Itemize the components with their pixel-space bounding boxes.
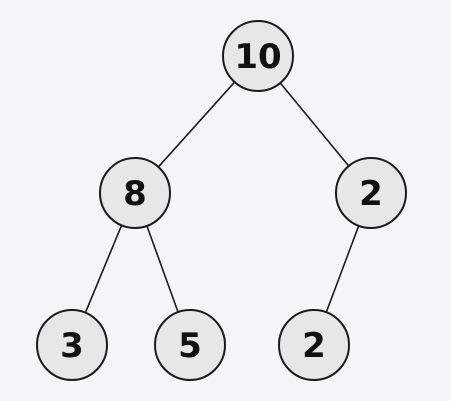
tree-node-label: 10 xyxy=(234,37,281,77)
tree-node-circle xyxy=(99,157,171,229)
tree-node-circle xyxy=(335,157,407,229)
tree-edge-n1-n3 xyxy=(84,225,123,313)
tree-node: 8 xyxy=(99,157,171,229)
tree-node-label: 2 xyxy=(359,174,383,214)
tree-node: 10 xyxy=(222,20,294,92)
tree-node-label: 8 xyxy=(123,174,147,214)
tree-node: 2 xyxy=(335,157,407,229)
tree-node-circle xyxy=(154,309,226,381)
tree-node: 2 xyxy=(278,309,350,381)
tree-node-label: 2 xyxy=(302,326,326,366)
tree-node: 5 xyxy=(154,309,226,381)
tree-edge-n0-n1 xyxy=(157,81,236,168)
tree-edge-n1-n4 xyxy=(146,225,179,313)
tree-edge-n2-n5 xyxy=(325,225,360,313)
tree-node-circle xyxy=(222,20,294,92)
tree-edge-n0-n2 xyxy=(279,82,350,167)
tree-node: 3 xyxy=(36,309,108,381)
tree-node-circle xyxy=(36,309,108,381)
tree-node-circle xyxy=(278,309,350,381)
tree-node-label: 3 xyxy=(60,326,84,366)
edges-layer xyxy=(84,81,360,313)
nodes-layer: 10 8 2 3 5 2 xyxy=(36,20,407,381)
tree-node-label: 5 xyxy=(178,326,202,366)
